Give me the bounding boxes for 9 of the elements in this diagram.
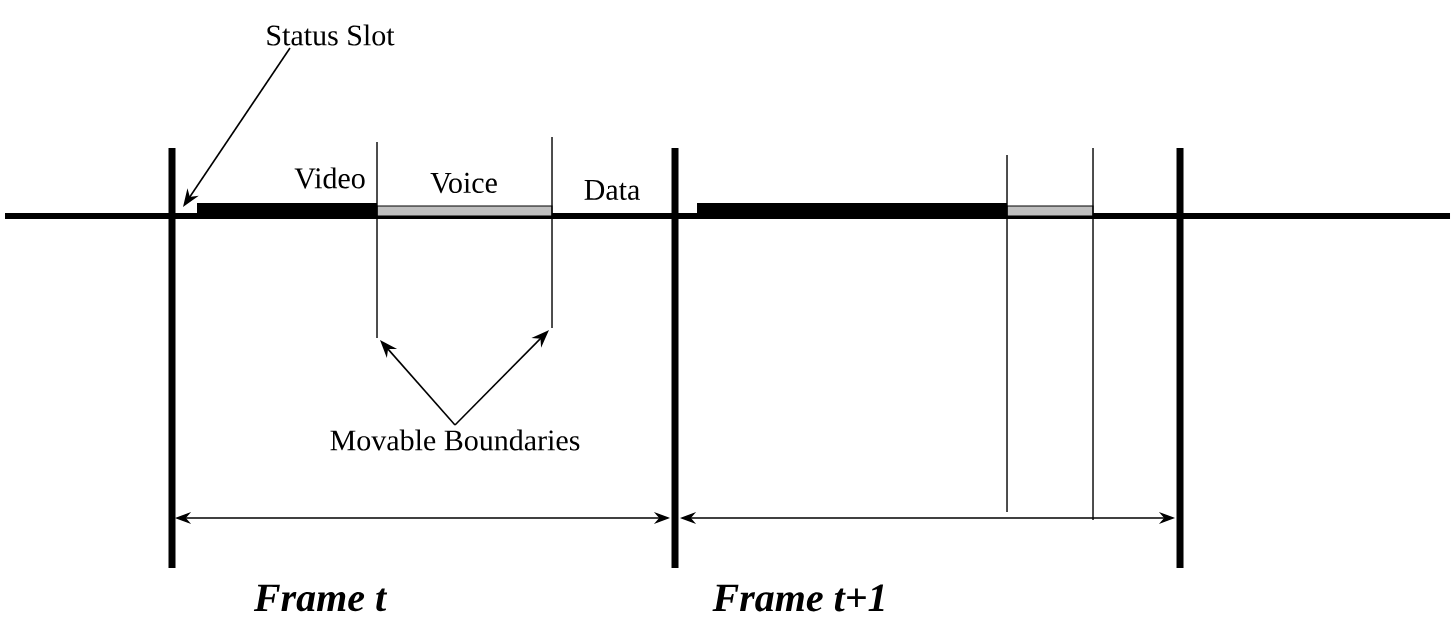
frame-label: Frame t <box>253 584 388 612</box>
arrow <box>380 340 456 426</box>
segment-label: Video <box>294 167 365 189</box>
label-text: Movable Boundaries <box>330 429 580 451</box>
segment-label: Voice <box>430 172 497 194</box>
segment-label: Data <box>584 180 640 200</box>
label-text: Status Slot <box>267 24 395 46</box>
arrow <box>454 330 549 426</box>
frame-label: Frame t+1 <box>712 584 884 612</box>
